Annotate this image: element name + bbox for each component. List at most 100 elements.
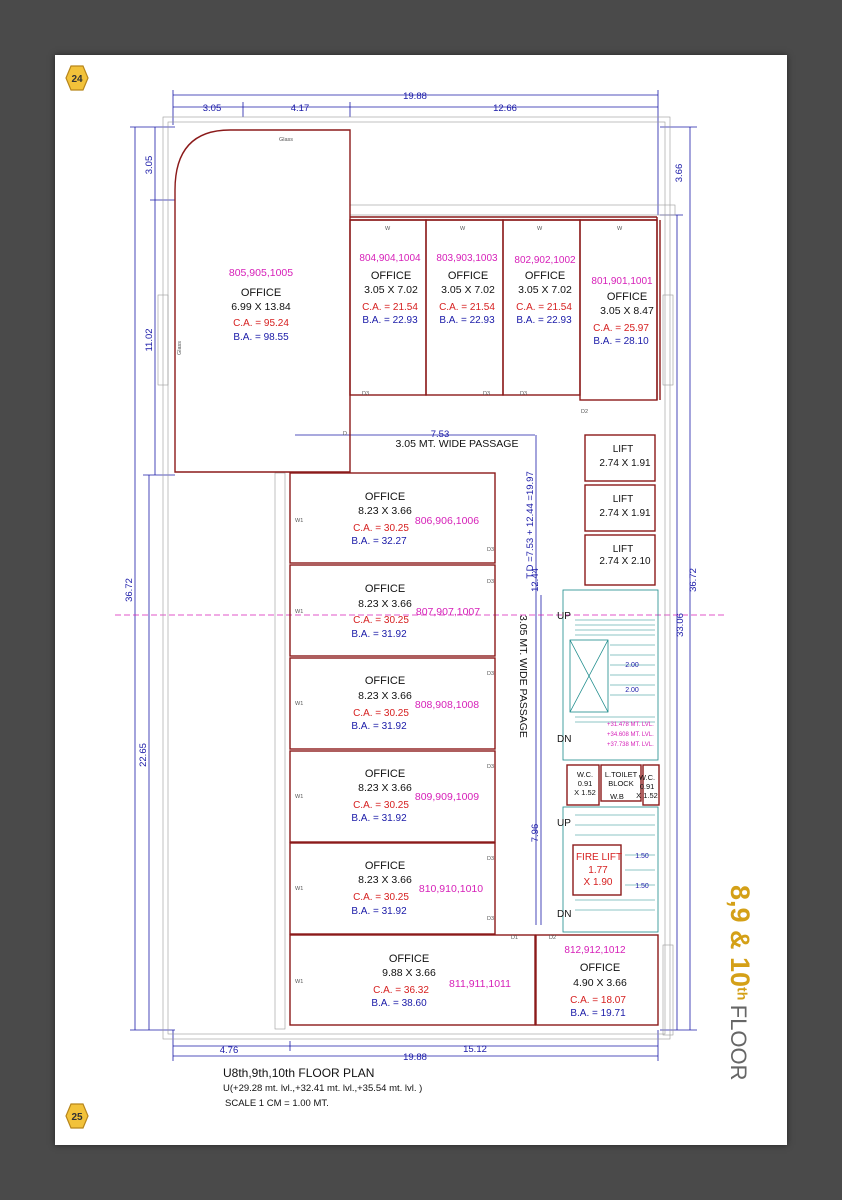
- office-804-ca: C.A. = 21.54: [362, 302, 418, 313]
- office-801-number: 801,901,1001: [591, 276, 653, 287]
- drawing-sheet: 19.88 3.05 4.17 12.66 4.76 19.88 15.12 3…: [55, 55, 787, 1145]
- office-811-ca: C.A. = 36.32: [373, 985, 429, 996]
- office-801-size: 3.05 X 8.47: [600, 305, 654, 317]
- window-w1-marker: W1: [295, 979, 303, 985]
- lift-3-label: LIFT: [613, 544, 634, 555]
- office-806-size: 8.23 X 3.66: [358, 505, 412, 517]
- glass-top-marker: Glass: [279, 137, 293, 143]
- plan-scale: SCALE 1 CM = 1.00 MT.: [225, 1098, 329, 1109]
- dim-passage-width: 7.53: [431, 429, 450, 440]
- door-d3-marker: D3: [520, 391, 527, 397]
- floor-numbers-sup: th: [734, 987, 751, 1001]
- stair-dn-2: DN: [557, 909, 571, 920]
- dim-bottom-c: 15.12: [463, 1044, 487, 1055]
- window-w1-marker: W1: [295, 701, 303, 707]
- office-811-size: 9.88 X 3.66: [382, 967, 436, 979]
- door-d3-marker: D3: [483, 391, 490, 397]
- wc-left-label: W.C.: [577, 770, 593, 779]
- office-810-size: 8.23 X 3.66: [358, 874, 412, 886]
- office-803-ba: B.A. = 22.93: [439, 315, 495, 326]
- window-marker: W: [385, 226, 391, 232]
- lift-2-size: 2.74 X 1.91: [599, 508, 651, 519]
- dim-passage-b: 7.96: [530, 824, 541, 843]
- door-d1-marker: D1: [511, 935, 518, 941]
- walls: [174, 129, 661, 1026]
- door-d3-marker: D3: [487, 671, 494, 677]
- fire-lift-size-2: X 1.90: [584, 877, 613, 888]
- office-808-ca: C.A. = 30.25: [353, 708, 409, 719]
- plan-levels: U(+29.28 mt. lvl.,+32.41 mt. lvl.,+35.54…: [223, 1083, 423, 1094]
- floor-word: FLOOR: [726, 1004, 751, 1081]
- office-809-label: OFFICE: [365, 768, 405, 780]
- fire-lift-size-1: 1.77: [588, 865, 608, 876]
- dim-passage-a: 12.44: [530, 568, 541, 592]
- dim-right-a: 3.66: [674, 164, 685, 183]
- office-806-ca: C.A. = 30.25: [353, 523, 409, 534]
- stair-level-1: +31.478 MT. LVL.: [607, 722, 654, 728]
- window-w1-marker: W1: [295, 886, 303, 892]
- stair-width-4: 1.50: [635, 883, 649, 890]
- stair-dn-1: DN: [557, 734, 571, 745]
- lift-3-size: 2.74 X 2.10: [599, 556, 651, 567]
- office-805-size: 6.99 X 13.84: [231, 301, 291, 313]
- office-810-number: 810,910,1010: [419, 883, 483, 895]
- office-807-size: 8.23 X 3.66: [358, 598, 412, 610]
- passage-horizontal-label: 3.05 MT. WIDE PASSAGE: [396, 438, 519, 450]
- office-810-ba: B.A. = 31.92: [351, 906, 407, 917]
- office-806-label: OFFICE: [365, 491, 405, 503]
- window-marker: W: [617, 226, 623, 232]
- door-d2-marker: D2: [549, 935, 556, 941]
- office-808-size: 8.23 X 3.66: [358, 690, 412, 702]
- office-809-ca: C.A. = 30.25: [353, 800, 409, 811]
- dim-top-c: 12.66: [493, 103, 517, 114]
- stair-level-2: +34.608 MT. LVL.: [607, 732, 654, 738]
- stair-level-3: +37.738 MT. LVL.: [607, 742, 654, 748]
- office-805-label: OFFICE: [241, 287, 281, 299]
- office-806-number: 806,906,1006: [415, 515, 479, 527]
- window-marker: W: [460, 226, 466, 232]
- lift-1-label: LIFT: [613, 444, 634, 455]
- office-811-ba: B.A. = 38.60: [371, 998, 427, 1009]
- office-812-ba: B.A. = 19.71: [570, 1008, 626, 1019]
- office-803-ca: C.A. = 21.54: [439, 302, 495, 313]
- office-806-ba: B.A. = 32.27: [351, 536, 407, 547]
- toilet-block-label-2: BLOCK: [608, 779, 633, 788]
- staircase: [562, 589, 659, 933]
- window-w1-marker: W1: [295, 518, 303, 524]
- office-809-ba: B.A. = 31.92: [351, 813, 407, 824]
- page-number-bottom: 25: [71, 1112, 83, 1123]
- office-812-label: OFFICE: [580, 962, 620, 974]
- office-804-size: 3.05 X 7.02: [364, 284, 418, 296]
- office-804-label: OFFICE: [371, 270, 411, 282]
- office-808-label: OFFICE: [365, 675, 405, 687]
- office-801-label: OFFICE: [607, 291, 647, 303]
- office-802-ba: B.A. = 22.93: [516, 315, 572, 326]
- dim-right-total: 36.72: [688, 568, 699, 592]
- page-number-top: 24: [71, 74, 83, 85]
- office-807-number: 807,907,1007: [416, 606, 480, 618]
- stair-width-1: 2.00: [625, 662, 639, 669]
- office-809-number: 809,909,1009: [415, 791, 479, 803]
- glass-side-marker: Glass: [177, 341, 183, 355]
- stair-width-2: 2.00: [625, 687, 639, 694]
- office-812-number: 812,912,1012: [564, 945, 626, 956]
- office-802-label: OFFICE: [525, 270, 565, 282]
- stair-width-3: 1.50: [635, 853, 649, 860]
- office-808-number: 808,908,1008: [415, 699, 479, 711]
- wc-right-size-2: X 1.52: [636, 791, 658, 800]
- office-807-label: OFFICE: [365, 583, 405, 595]
- window-marker: W: [537, 226, 543, 232]
- door-d3-marker: D3: [362, 391, 369, 397]
- door-d3-marker: D3: [487, 547, 494, 553]
- dim-top-b: 4.17: [291, 103, 310, 114]
- wc-left-size-1: 0.91: [578, 779, 593, 788]
- door-d3-marker: D3: [487, 916, 494, 922]
- office-804-number: 804,904,1004: [359, 253, 421, 264]
- page-badge-top: [65, 65, 89, 91]
- dim-bottom-a: 4.76: [220, 1045, 239, 1056]
- office-803-number: 803,903,1003: [436, 253, 498, 264]
- office-801-ca: C.A. = 25.97: [593, 323, 649, 334]
- office-811-label: OFFICE: [389, 953, 429, 965]
- office-809-size: 8.23 X 3.66: [358, 782, 412, 794]
- office-805-ba: B.A. = 98.55: [233, 332, 289, 343]
